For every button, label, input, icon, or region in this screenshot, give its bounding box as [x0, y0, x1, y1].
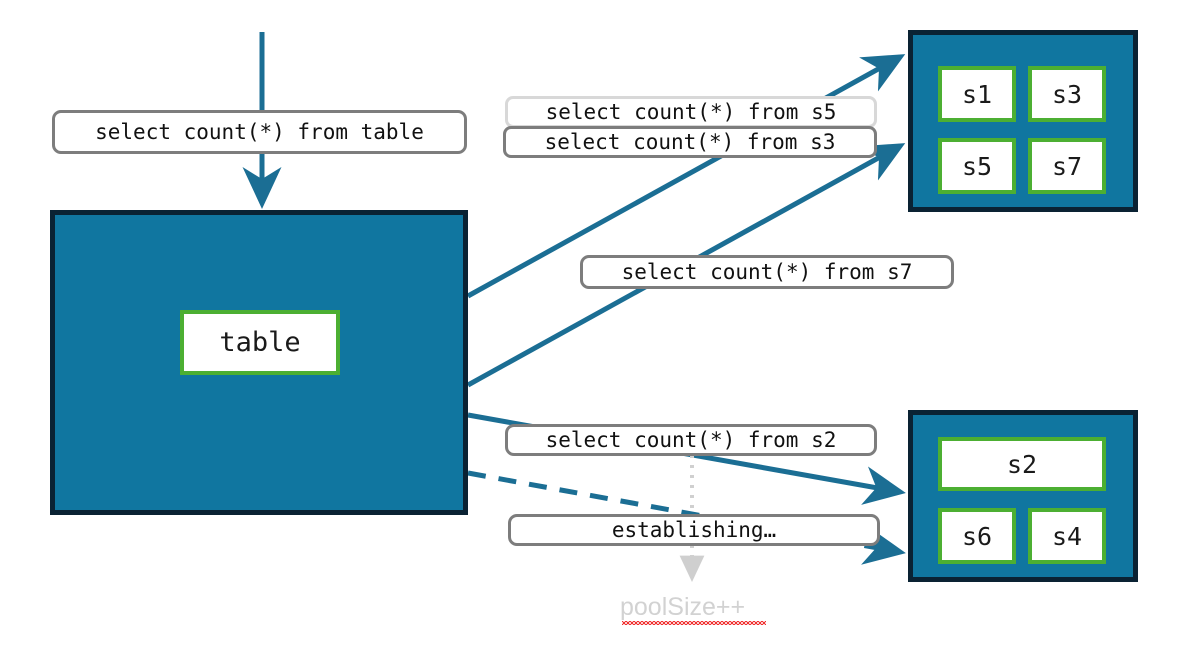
- shard-chip-s2[interactable]: s2: [938, 437, 1106, 491]
- shard-chip-s1[interactable]: s1: [938, 66, 1016, 122]
- shard-chip-table[interactable]: table: [180, 310, 340, 375]
- shard-chip-s4[interactable]: s4: [1028, 508, 1106, 564]
- query-label-s7[interactable]: select count(*) from s7: [580, 255, 954, 289]
- shard-chip-s6[interactable]: s6: [938, 508, 1016, 564]
- query-label-s3[interactable]: select count(*) from s3: [503, 126, 877, 158]
- query-label-s2[interactable]: select count(*) from s2: [505, 424, 877, 456]
- status-label-establishing[interactable]: establishing…: [508, 514, 880, 546]
- poolsize-annotation: poolSize++: [620, 593, 746, 621]
- query-label-table[interactable]: select count(*) from table: [52, 110, 467, 154]
- edge-table-to-bottom-dashed: [467, 470, 906, 565]
- shard-chip-s5[interactable]: s5: [938, 138, 1016, 194]
- query-label-s5[interactable]: select count(*) from s5: [505, 96, 877, 128]
- shard-chip-s7[interactable]: s7: [1028, 138, 1106, 194]
- spellcheck-underline: [622, 621, 766, 625]
- shard-chip-s3[interactable]: s3: [1028, 66, 1106, 122]
